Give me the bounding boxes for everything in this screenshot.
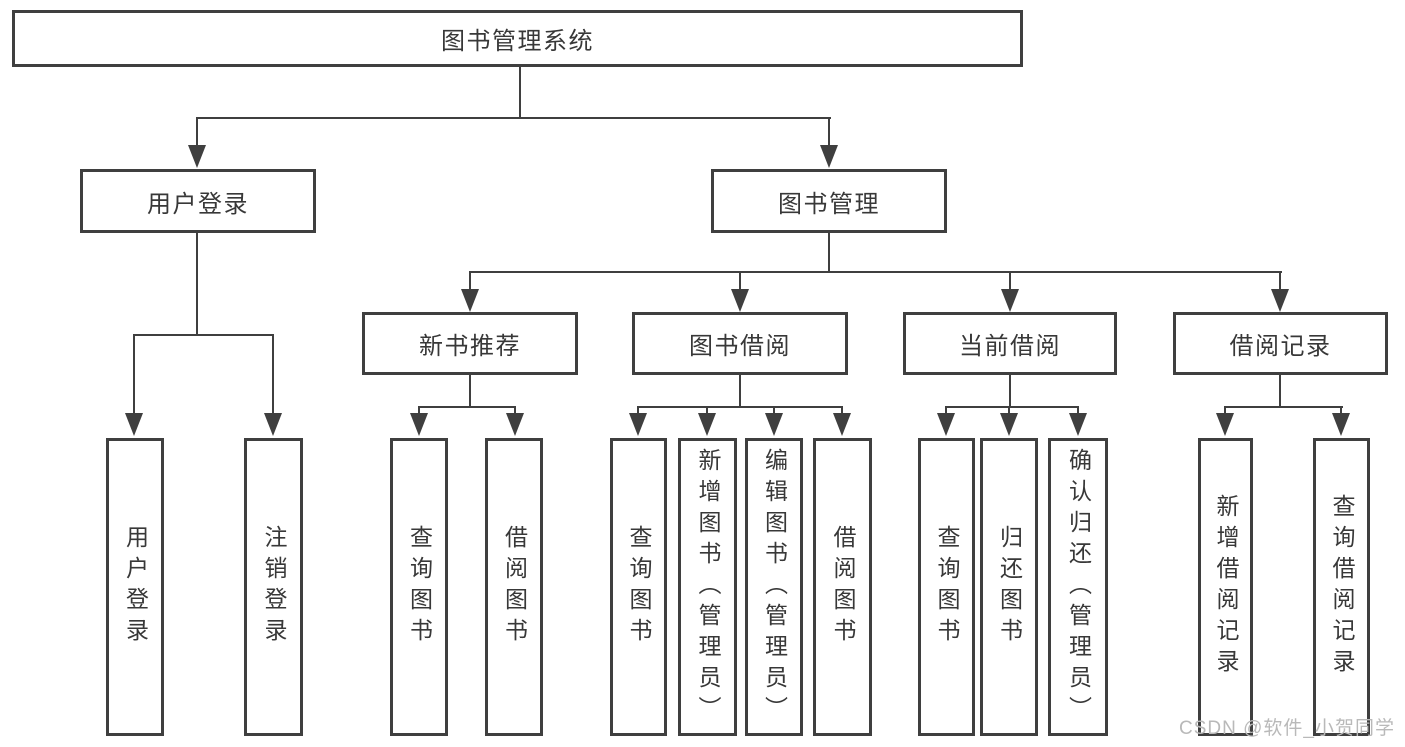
leaf-return-book: 归还图书 [980, 438, 1038, 736]
edge-bookmgmt-bar [469, 271, 1282, 273]
edge-borrowrecords-bar [1224, 406, 1343, 408]
arrowhead-icon [1332, 413, 1350, 436]
arrowhead-icon [188, 145, 206, 168]
arrowhead-icon [1271, 289, 1289, 312]
edge-currentborrow-drop1 [945, 406, 947, 415]
edge-userlogin-drop2 [272, 334, 274, 414]
edge-bookborrow-drop1 [637, 406, 639, 415]
edge-root-left-drop [196, 117, 198, 145]
node-user-login: 用户登录 [80, 169, 316, 233]
edge-bookmgmt-drop3 [1009, 271, 1011, 290]
edge-bookmgmt-drop2 [739, 271, 741, 290]
edge-newbook-drop2 [514, 406, 516, 415]
edge-bookmgmt-drop1 [469, 271, 471, 290]
edge-currentborrow-stem [1009, 375, 1011, 407]
leaf-logout: 注销登录 [244, 438, 303, 736]
arrowhead-icon [629, 413, 647, 436]
edge-bookborrow-drop3 [773, 406, 775, 415]
edge-userlogin-bar [133, 334, 274, 336]
arrowhead-icon [1000, 413, 1018, 436]
node-book-management: 图书管理 [711, 169, 947, 233]
edge-root-stem [519, 67, 521, 118]
edge-newbook-drop1 [418, 406, 420, 415]
edge-currentborrow-drop3 [1077, 406, 1079, 415]
edge-bookmgmt-drop4 [1279, 271, 1281, 290]
edge-root-right-drop [828, 117, 830, 145]
edge-userlogin-drop1 [133, 334, 135, 414]
node-library-system: 图书管理系统 [12, 10, 1023, 67]
leaf-query-books-borrow: 查询图书 [610, 438, 667, 736]
edge-currentborrow-drop2 [1008, 406, 1010, 415]
leaf-query-books-current: 查询图书 [918, 438, 975, 736]
leaf-query-books-recommend: 查询图书 [390, 438, 448, 736]
leaf-confirm-return-admin: 确认归还（管理员） [1048, 438, 1108, 736]
edge-newbook-bar [418, 406, 516, 408]
leaf-edit-book-admin: 编辑图书（管理员） [745, 438, 803, 736]
arrowhead-icon [765, 413, 783, 436]
edge-bookborrow-stem [739, 375, 741, 407]
edge-bookmgmt-stem [828, 233, 830, 272]
node-new-book-recommend: 新书推荐 [362, 312, 578, 375]
arrowhead-icon [506, 413, 524, 436]
edge-borrowrecords-drop1 [1224, 406, 1226, 415]
leaf-borrow-books-recommend: 借阅图书 [485, 438, 543, 736]
arrowhead-icon [125, 413, 143, 436]
leaf-add-borrow-record: 新增借阅记录 [1198, 438, 1253, 736]
arrowhead-icon [1069, 413, 1087, 436]
node-current-borrow: 当前借阅 [903, 312, 1117, 375]
arrowhead-icon [820, 145, 838, 168]
edge-newbook-stem [469, 375, 471, 407]
edge-bookborrow-drop2 [706, 406, 708, 415]
edge-currentborrow-bar [945, 406, 1079, 408]
leaf-user-login: 用户登录 [106, 438, 164, 736]
edge-root-bar [196, 117, 831, 119]
arrowhead-icon [1216, 413, 1234, 436]
arrowhead-icon [461, 289, 479, 312]
arrowhead-icon [410, 413, 428, 436]
arrowhead-icon [698, 413, 716, 436]
arrowhead-icon [731, 289, 749, 312]
leaf-query-borrow-record: 查询借阅记录 [1313, 438, 1370, 736]
edge-bookborrow-bar [637, 406, 843, 408]
arrowhead-icon [937, 413, 955, 436]
arrowhead-icon [1001, 289, 1019, 312]
node-borrow-records: 借阅记录 [1173, 312, 1388, 375]
edge-borrowrecords-drop2 [1340, 406, 1342, 415]
csdn-watermark: CSDN @软件_小贺同学 [1179, 718, 1395, 739]
arrowhead-icon [264, 413, 282, 436]
edge-userlogin-stem [196, 233, 198, 336]
edge-borrowrecords-stem [1279, 375, 1281, 407]
leaf-add-book-admin: 新增图书（管理员） [678, 438, 737, 736]
node-book-borrow: 图书借阅 [632, 312, 848, 375]
arrowhead-icon [833, 413, 851, 436]
edge-bookborrow-drop4 [841, 406, 843, 415]
leaf-borrow-books: 借阅图书 [813, 438, 872, 736]
